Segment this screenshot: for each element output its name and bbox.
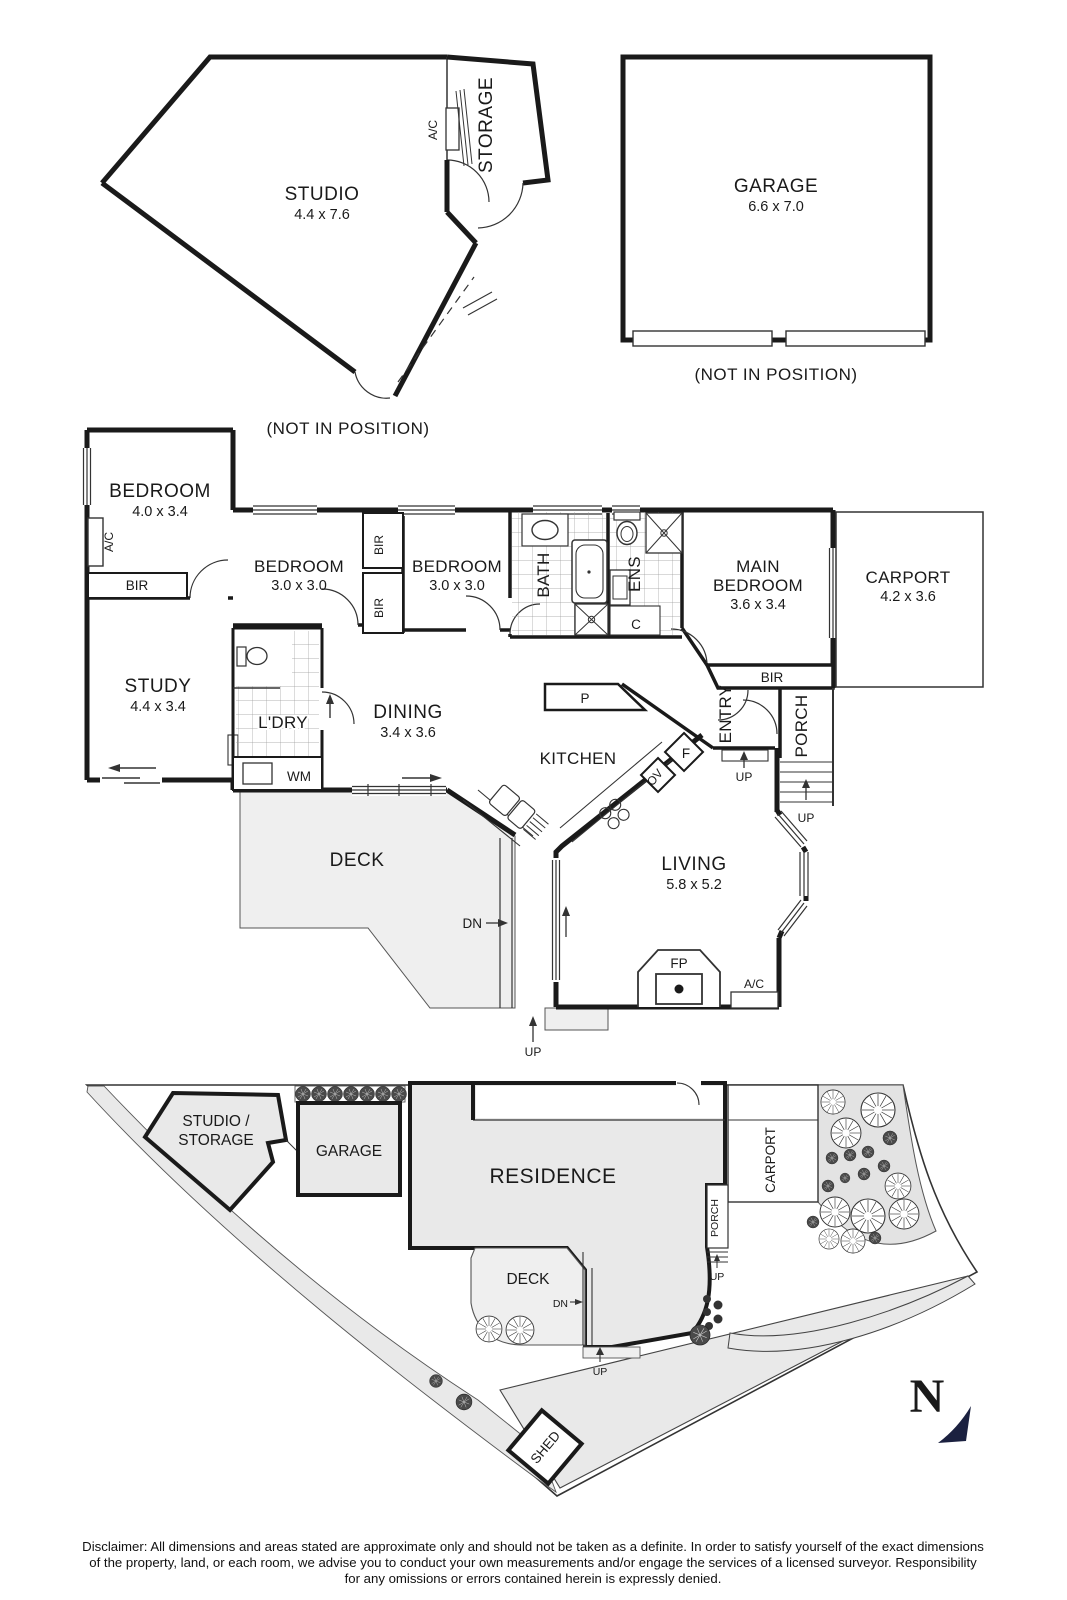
bedroom1-label: BEDROOM bbox=[109, 481, 211, 502]
deck-area bbox=[239, 791, 516, 1009]
pantry-label: P bbox=[580, 691, 589, 706]
bathroom: BATH bbox=[512, 512, 609, 636]
laundry-label: L'DRY bbox=[258, 713, 308, 732]
fp-label: FP bbox=[670, 956, 687, 971]
main-bedroom-label2: BEDROOM bbox=[713, 576, 803, 595]
wm-label: WM bbox=[287, 769, 311, 784]
study-door bbox=[100, 764, 162, 786]
site-dn-label: DN bbox=[553, 1298, 568, 1310]
site-garage-label: GARAGE bbox=[316, 1143, 382, 1160]
main-plan: BIR A/C BIR BIR BATH bbox=[81, 427, 984, 1059]
laundry: WM L'DRY bbox=[231, 626, 334, 791]
site-porch-label: PORCH bbox=[709, 1199, 721, 1237]
dining-door-arrow bbox=[402, 774, 442, 782]
garage-label: GARAGE bbox=[734, 176, 818, 197]
living-ac-label: A/C bbox=[744, 977, 764, 991]
kitchen-fittings: P OV F bbox=[462, 682, 705, 847]
entry-label: ENTRY bbox=[716, 685, 735, 744]
studio-dims: 4.4 x 7.6 bbox=[294, 207, 350, 223]
deck-label: DECK bbox=[330, 850, 385, 871]
site-up-label: UP bbox=[593, 1366, 608, 1378]
cupboard-label: C bbox=[631, 617, 641, 632]
bedroom3-bir-label: BIR bbox=[372, 598, 386, 618]
entry-porch: UP ENTRY PORCH UP bbox=[716, 685, 834, 825]
studio-ac-label: A/C bbox=[426, 120, 440, 140]
bedroom2-dims: 3.0 x 3.0 bbox=[271, 578, 327, 594]
fireplace: FP bbox=[637, 949, 721, 1007]
dining-label: DINING bbox=[373, 702, 443, 723]
site-studio-label2: STORAGE bbox=[178, 1132, 254, 1149]
site-deck-label: DECK bbox=[506, 1271, 550, 1288]
main-bedroom-label1: MAIN bbox=[736, 557, 780, 576]
carport-dims: 4.2 x 3.6 bbox=[880, 589, 936, 605]
ens-label: ENS bbox=[625, 556, 644, 592]
bath-label: BATH bbox=[534, 552, 553, 597]
kitchen-label: KITCHEN bbox=[540, 749, 617, 768]
garage-unit: GARAGE 6.6 x 7.0 (NOT IN POSITION) bbox=[620, 54, 933, 384]
study-dims: 4.4 x 3.4 bbox=[130, 699, 186, 715]
site-residence-label: RESIDENCE bbox=[489, 1165, 616, 1188]
entry-up-label: UP bbox=[736, 770, 753, 784]
site-plan: STUDIO / STORAGE GARAGE RESIDENCE CARPOR… bbox=[84, 1080, 979, 1497]
bedroom3-label: BEDROOM bbox=[412, 557, 502, 576]
shed bbox=[505, 1407, 585, 1487]
main-bir-label: BIR bbox=[761, 670, 784, 685]
studio-note: (NOT IN POSITION) bbox=[266, 419, 429, 438]
site-studio-label1: STUDIO / bbox=[182, 1113, 250, 1130]
bedroom1-ac-label: A/C bbox=[102, 532, 116, 552]
bedroom1-bir-label: BIR bbox=[126, 578, 149, 593]
studio-label: STUDIO bbox=[285, 184, 360, 205]
living-dims: 5.8 x 5.2 bbox=[666, 877, 722, 893]
studio-unit: A/C STORAGE STUDIO 4.4 x 7.6 (NOT IN POS… bbox=[100, 54, 551, 438]
deck-up-label: UP bbox=[525, 1045, 542, 1059]
porch-label: PORCH bbox=[792, 695, 811, 758]
garage-note: (NOT IN POSITION) bbox=[694, 365, 857, 384]
study-label: STUDY bbox=[125, 676, 192, 697]
carport-label: CARPORT bbox=[866, 568, 951, 587]
site-porch-up: UP bbox=[710, 1271, 725, 1283]
north-arrow: N bbox=[910, 1370, 971, 1443]
bedroom1-dims: 4.0 x 3.4 bbox=[132, 504, 188, 520]
bay-windows bbox=[774, 808, 809, 939]
porch-up-label: UP bbox=[798, 811, 815, 825]
main-bedroom-dims: 3.6 x 3.4 bbox=[730, 597, 786, 613]
disclaimer-line2: of the property, land, or each room, we … bbox=[89, 1555, 977, 1570]
bedroom3-dims: 3.0 x 3.0 bbox=[429, 578, 485, 594]
disclaimer-line1: Disclaimer: All dimensions and areas sta… bbox=[82, 1539, 984, 1554]
living-ac: A/C bbox=[730, 977, 779, 1009]
fridge-label: F bbox=[682, 746, 690, 761]
ensuite: ENS C bbox=[609, 511, 683, 636]
deck-stairs: DN UP bbox=[463, 838, 542, 1059]
dn-label: DN bbox=[463, 916, 483, 931]
pebbles bbox=[703, 1295, 723, 1330]
living-label: LIVING bbox=[661, 854, 726, 875]
bedroom2-bir-label: BIR bbox=[372, 535, 386, 555]
garage-dims: 6.6 x 7.0 bbox=[748, 199, 804, 215]
storage-label: STORAGE bbox=[476, 77, 497, 173]
bedroom2-label: BEDROOM bbox=[254, 557, 344, 576]
north-label: N bbox=[910, 1370, 945, 1423]
dining-dims: 3.4 x 3.6 bbox=[380, 725, 436, 741]
north-needle-icon bbox=[938, 1406, 971, 1443]
disclaimer-line3: for any omissions or errors contained he… bbox=[345, 1571, 722, 1586]
site-carport-label: CARPORT bbox=[763, 1127, 778, 1193]
disclaimer: Disclaimer: All dimensions and areas sta… bbox=[82, 1539, 984, 1586]
